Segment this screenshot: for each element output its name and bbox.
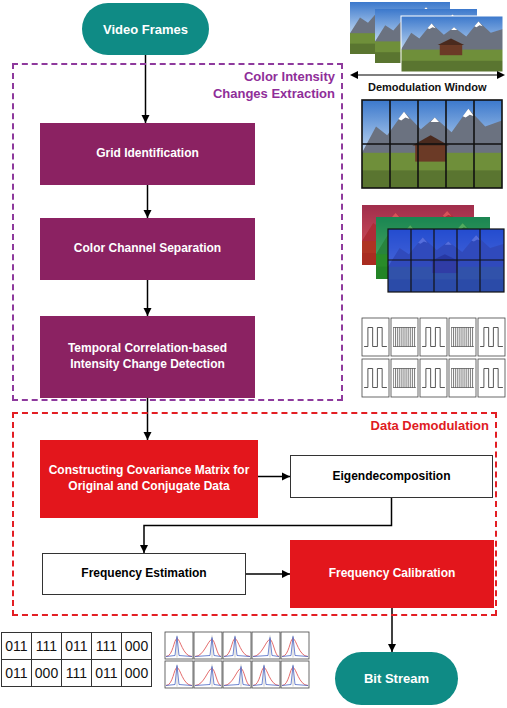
arrowhead	[144, 432, 152, 440]
flow-arrow	[258, 473, 290, 481]
bit-cell: 011	[91, 659, 122, 687]
window-arrow	[350, 71, 505, 79]
bit-cell: 011	[1, 659, 32, 687]
arrowhead	[388, 644, 396, 652]
arrowhead	[282, 570, 290, 578]
bit-cell: 111	[91, 632, 122, 660]
flow-arrow	[144, 398, 152, 440]
box-label: Bit Stream	[364, 671, 429, 686]
bit-cell: 000	[31, 659, 62, 687]
box-label: Frequency Calibration	[329, 566, 456, 582]
flow-arrow	[144, 280, 152, 316]
intensity-waveforms	[362, 318, 505, 397]
region-heading: Color Intensity Changes Extraction	[195, 69, 335, 103]
bit-cell: 011	[1, 632, 32, 660]
terminal-pill: Video Frames	[82, 3, 209, 55]
bit-cell: 000	[121, 632, 152, 660]
dashed-region: Color Intensity Changes ExtractionGrid I…	[12, 63, 343, 401]
dashed-region: Data DemodulationConstructing Covariance…	[12, 412, 497, 616]
box-label: Frequency Estimation	[81, 566, 206, 582]
arrowhead	[144, 308, 152, 316]
process-box: Frequency Calibration	[290, 540, 494, 608]
box-label: Constructing Covariance Matrix for Origi…	[46, 463, 252, 494]
process-box: Frequency Estimation	[42, 553, 246, 595]
arrowhead	[142, 115, 150, 123]
connector-line	[145, 55, 147, 123]
flow-arrow	[144, 185, 152, 218]
video-frame-stack	[350, 2, 503, 72]
window-label: Demodulation Window	[368, 81, 486, 93]
process-box: Eigendecomposition	[290, 455, 493, 498]
terminal-pill: Bit Stream	[335, 652, 458, 705]
frequency-peaks	[165, 632, 309, 688]
bit-cell: 000	[121, 659, 152, 687]
box-label: Video Frames	[103, 22, 188, 37]
rgb-channel-layers	[362, 205, 504, 292]
arrowhead	[144, 210, 152, 218]
flow-arrow	[246, 570, 290, 578]
box-label: Color Channel Separation	[74, 241, 221, 257]
box-label: Grid Identification	[96, 146, 199, 162]
process-box: Grid Identification	[40, 123, 255, 185]
box-label: Temporal Correlation-based Intensity Cha…	[46, 341, 249, 372]
process-box: Constructing Covariance Matrix for Origi…	[40, 440, 258, 518]
box-label: Eigendecomposition	[332, 469, 450, 485]
grid-frame	[362, 100, 502, 188]
region-heading: Data Demodulation	[371, 418, 489, 435]
arrowhead	[282, 473, 290, 481]
bit-cell: 111	[61, 659, 92, 687]
process-box: Color Channel Separation	[40, 218, 255, 280]
process-box: Temporal Correlation-based Intensity Cha…	[40, 316, 255, 398]
bit-cell: 011	[61, 632, 92, 660]
bit-cell: 111	[31, 632, 62, 660]
arrowhead	[140, 545, 148, 553]
flow-arrow	[142, 55, 150, 123]
